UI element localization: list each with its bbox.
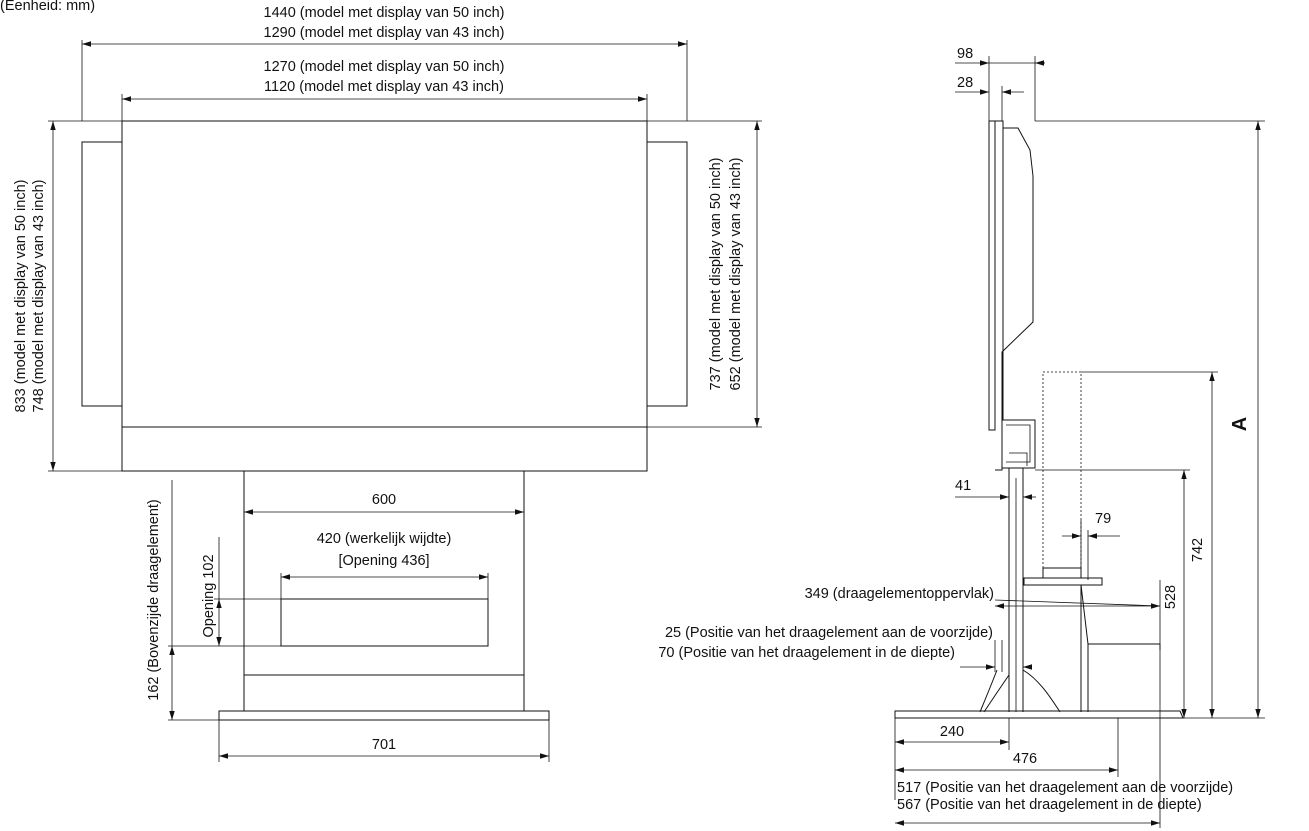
overall-height-43-label: 748 (model met display van 43 inch) <box>31 180 47 413</box>
side-base-476-label: 476 <box>1013 751 1037 767</box>
shelf-opening <box>280 598 489 647</box>
screen-height-43-label: 652 (model met display van 43 inch) <box>728 158 744 391</box>
pillar-width-label: 600 <box>372 492 396 508</box>
side-base-240-label: 240 <box>940 724 964 740</box>
side-view: 98 28 41 79 A 742 528 349 (draagele <box>658 46 1265 828</box>
screen-width-43-label: 1120 (model met display van 43 inch) <box>264 79 504 95</box>
unit-label: (Eenheid: mm) <box>0 0 95 14</box>
base-width-label: 701 <box>372 737 396 753</box>
side-shelf-front-25-label: 25 (Positie van het draagelement aan de … <box>665 625 993 641</box>
opening-width-label-1: 420 (werkelijk wijdte) <box>317 531 452 547</box>
side-depth-28-label: 28 <box>957 75 973 91</box>
left-wing <box>81 141 123 407</box>
side-base <box>894 710 1184 719</box>
stand-base <box>218 710 550 721</box>
opening-width-label-2: [Opening 436] <box>338 553 429 569</box>
side-shelf-surface-label: 349 (draagelementoppervlak) <box>805 586 994 602</box>
shelf-top-height-label: 162 (Bovenzijde draagelement) <box>146 499 162 701</box>
side-display <box>988 120 996 431</box>
side-depth-98-label: 98 <box>957 46 973 62</box>
side-height-742-label: 742 <box>1190 538 1206 562</box>
right-wing <box>646 141 688 407</box>
side-height-a-label: A <box>1229 417 1251 431</box>
opening-height-label: Opening 102 <box>201 554 217 637</box>
side-mount-bracket <box>1001 419 1036 469</box>
side-shelf-front-517-label: 517 (Positie van het draagelement aan de… <box>897 780 1233 796</box>
side-shelf-depth-70-label: 70 (Positie van het draagelement in de d… <box>658 645 955 661</box>
overall-width-50-label: 1440 (model met display van 50 inch) <box>264 5 505 21</box>
display-panel <box>121 120 648 472</box>
screen-width-50-label: 1270 (model met display van 50 inch) <box>264 59 505 75</box>
screen-height-50-label: 737 (model met display van 50 inch) <box>708 158 724 391</box>
front-view: 1440 (model met display van 50 inch) 129… <box>13 5 762 762</box>
side-pillar-41-label: 41 <box>955 478 971 494</box>
side-offset-79-label: 79 <box>1095 511 1111 527</box>
overall-height-50-label: 833 (model met display van 50 inch) <box>13 180 29 413</box>
side-height-528-label: 528 <box>1163 585 1179 609</box>
side-shelf-depth-567-label: 567 (Positie van het draagelement in de … <box>897 797 1202 813</box>
overall-width-43-label: 1290 (model met display van 43 inch) <box>264 25 505 41</box>
